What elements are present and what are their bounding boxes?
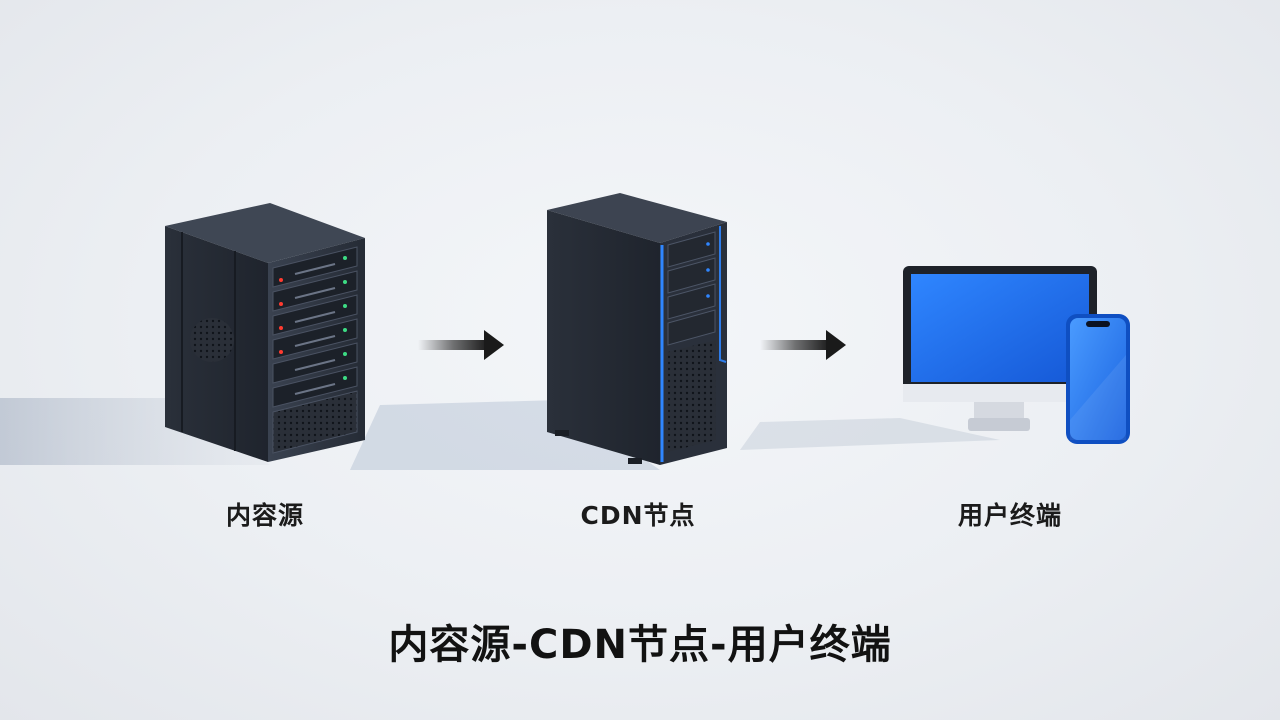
tower-server-icon <box>547 193 727 465</box>
monitor-icon <box>903 266 1097 431</box>
node-label-cdn-node: CDN节点 <box>580 501 696 530</box>
phone-icon <box>1066 314 1130 444</box>
server-drive-bays <box>272 246 358 454</box>
monitor-phone-icon <box>903 266 1130 444</box>
server-rack-icon <box>165 203 365 462</box>
server-rack-shadow <box>0 398 270 465</box>
arrow-right-icon <box>418 330 504 360</box>
monitor-shadow <box>740 418 1000 450</box>
node-label-content-source: 内容源 <box>225 501 304 530</box>
node-label-user-terminal: 用户终端 <box>957 501 1062 530</box>
diagram-title: 内容源-CDN节点-用户终端 <box>388 622 892 668</box>
arrow-right-icon <box>760 330 846 360</box>
